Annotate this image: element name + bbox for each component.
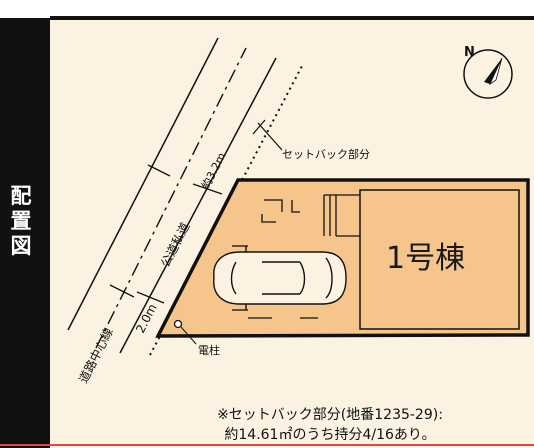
building-1	[359, 189, 520, 330]
side-title: 配 置 図	[4, 184, 38, 259]
dim-tick-3	[109, 284, 135, 298]
road-inner-line	[119, 57, 277, 354]
side-title-char: 配	[10, 184, 32, 208]
side-title-char: 置	[10, 209, 32, 233]
note-line-2: 約14.61㎡のうち持分4/16あり。	[224, 427, 436, 443]
setback-label: セットバック部分	[282, 147, 370, 161]
setback-leader-tick	[252, 119, 266, 135]
pole-leader	[180, 326, 197, 345]
side-title-char: 図	[10, 234, 32, 258]
centerline	[95, 47, 247, 349]
compass-letter: N	[464, 45, 475, 60]
side-bar	[0, 0, 50, 448]
top-border	[0, 0, 534, 18]
utility-pole-icon	[173, 319, 183, 329]
step-mark-3	[291, 200, 300, 213]
setback-leader	[257, 122, 283, 151]
road-outer-line	[67, 37, 219, 331]
step-mark-1	[264, 199, 283, 212]
north-compass-icon: N	[463, 45, 513, 99]
dim-tick-2	[192, 183, 223, 195]
car-icon	[213, 246, 347, 310]
dim-tick-4	[136, 291, 165, 304]
step-mark-2	[261, 214, 276, 223]
building-label: 1号棟	[386, 241, 465, 276]
dim-tick-1	[147, 164, 171, 177]
note-line-1: ※セットバック部分(地番1235-29):	[217, 407, 443, 423]
pole-label: 電柱	[198, 343, 220, 357]
